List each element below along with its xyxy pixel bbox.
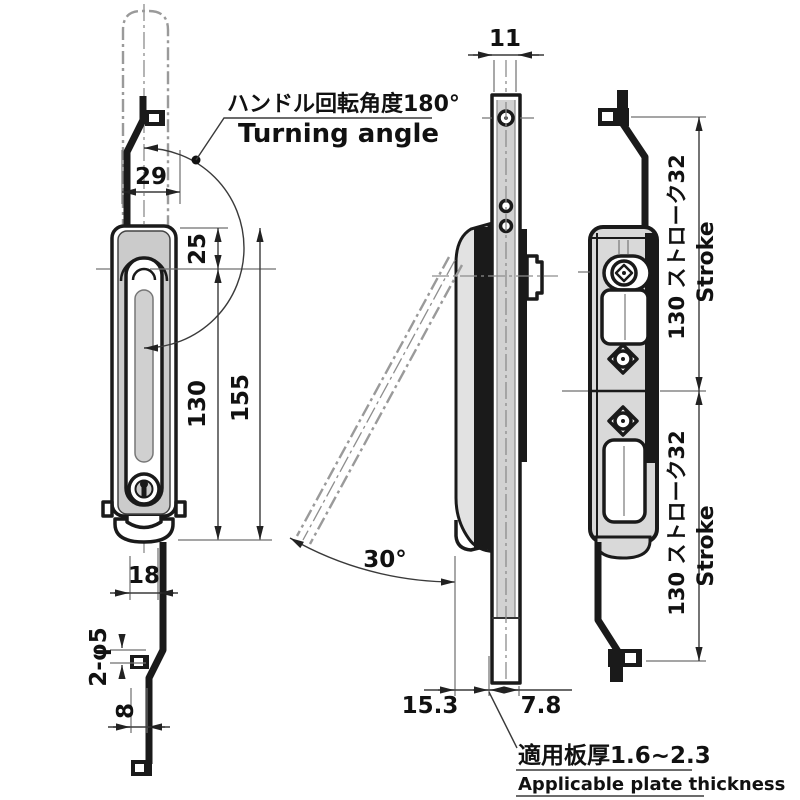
cam-lug: [525, 254, 544, 301]
open-angle-arc: [289, 537, 456, 586]
dim-29-label: 29: [135, 164, 167, 190]
turning-angle-arc: [143, 144, 245, 352]
rear-rod-bottom-stub: [610, 666, 623, 682]
cover-bottom-curl: [454, 520, 484, 552]
rear-rod-bottom: [594, 542, 622, 655]
turning-angle-label-jp: ハンドル回転角度180°: [227, 91, 460, 117]
rear-rod-bottom-foot-hole: [625, 653, 636, 663]
rear-rod-top-tab-hole: [602, 112, 613, 121]
open-handle-phantom-1: [295, 256, 451, 537]
handle-rod-top: [123, 96, 147, 229]
rear-body-edge-band: [645, 233, 655, 463]
dim-15-3-label: 15.3: [402, 693, 459, 719]
front-view-dimensions: 29 25 130 155 18 2-φ5 8 ハンドル回転角度180° Tur…: [86, 91, 460, 733]
dim-155-label: 155: [228, 374, 254, 422]
plate-thickness-label-en: Applicable plate thickness: [518, 774, 785, 795]
open-handle-phantom-2: [308, 264, 464, 545]
side-view: 30°: [289, 60, 558, 685]
rod-pin-hole: [134, 658, 143, 666]
plate-thickness-label-jp: 適用板厚1.6~2.3: [518, 742, 711, 769]
rear-rod-top-stub: [617, 90, 628, 110]
rear-view: [562, 90, 659, 682]
dim-7-8-label: 7.8: [521, 693, 562, 719]
plate-thickness-leader: [488, 691, 518, 749]
dim-11-label: 11: [489, 26, 521, 52]
body-ear-left: [101, 500, 114, 518]
pivot-rivet-diamond: [614, 263, 634, 283]
phantom-handle-extended: [121, 9, 170, 232]
cover-side-band: [474, 227, 490, 549]
stroke-upper-label-jp: 130 ストローク32: [665, 154, 689, 339]
dim-18-label: 18: [128, 563, 160, 589]
keyway-slot: [141, 484, 147, 497]
turning-angle-leader: [195, 117, 432, 161]
rod-bottom-foot-hole: [135, 764, 144, 772]
open-handle-centerline: [302, 259, 456, 541]
rear-view-dimensions: 130 ストローク32 Stroke 130 ストローク32 Stroke: [631, 116, 719, 662]
stroke-lower-label-jp: 130 ストローク32: [665, 430, 689, 615]
dim-8-label: 8: [113, 703, 139, 719]
stroke-lower-label-en: Stroke: [694, 505, 719, 586]
body-ear-right: [174, 500, 187, 518]
body-bottom-collar: [125, 516, 163, 530]
rear-body-bottom-cap: [594, 535, 652, 560]
stroke-upper-label-en: Stroke: [694, 221, 719, 302]
side-view-dimensions: 11 15.3 7.8 適用板厚1.6~2.3 Applicable plate…: [402, 26, 785, 797]
dim-30deg-label: 30°: [363, 547, 407, 573]
rod-top-tab-hole: [149, 114, 159, 122]
turning-angle-label-en: Turning angle: [238, 119, 439, 149]
base-side-band: [519, 229, 527, 462]
handle-grip: [134, 289, 154, 463]
dim-25-label: 25: [185, 233, 211, 265]
dim-130-label: 130: [185, 380, 211, 428]
dim-2phi5-label: 2-φ5: [86, 627, 112, 687]
rear-rod-top: [620, 122, 649, 230]
